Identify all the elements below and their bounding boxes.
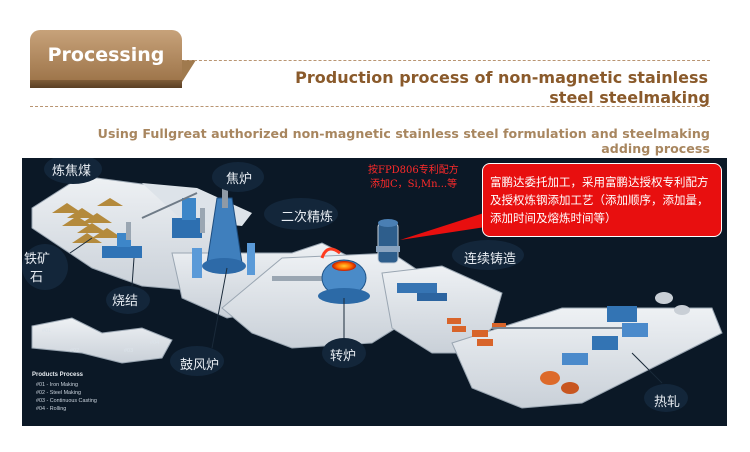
hot-rolling-bubble [644,384,688,412]
coil-1 [540,371,560,385]
stove-2 [247,243,255,275]
formula-note-line1: 按FPD806专利配方 [368,165,459,176]
section-tab-fold [182,60,196,82]
legend-title: Products Process [32,372,84,378]
molten-steel [332,261,356,271]
rolling-stand-4 [562,353,588,365]
rolling-stand-2 [622,323,648,337]
formula-note-line2: 添加C，Si,Mn...等 [370,179,458,190]
sintering-label: 烧结 [112,294,139,309]
hot-rolling-label: 热轧 [654,395,681,410]
furnace-base [202,258,246,274]
coking-coal-label: 炼焦煤 [52,164,92,179]
callout-box [482,163,722,237]
converter-base [318,288,370,304]
secondary-refining-label: 二次精炼 [281,210,334,225]
continuous-casting-label: 连续铸造 [464,252,517,267]
callout-text: 富鹏达委托加工，采用富鹏达授权专利配方及授权炼钢添加工艺（添加顺序，添加量，添加… [490,175,709,225]
zone-04-label: #04 [150,340,160,346]
iron-ore-bubble [22,244,68,290]
coke-oven-stack [200,208,205,233]
caster-2 [417,293,447,301]
refining-vessel [377,222,399,264]
blast-furnace-label: 鼓风炉 [180,358,220,373]
coking-coal-bubble [44,158,102,184]
header-divider-bottom [30,106,710,107]
converter-bubble [322,338,366,368]
blast-furnace-bubble [170,346,224,376]
slabs [447,318,506,346]
coke-oven-label: 焦炉 [226,172,253,187]
legend-item-2: #02 - Steel Making [36,390,81,396]
caster-1 [397,283,437,293]
sinter-plant [102,246,142,258]
coil-4 [674,305,690,315]
legend-item-1: #01 - Iron Making [36,382,78,388]
stove-1 [192,248,202,278]
casting-bubble [452,240,524,270]
legend-item-3: #03 - Continuous Casting [36,398,97,404]
pour-stream [320,247,341,259]
zone-map [31,317,173,364]
section-tab-label: Processing [47,44,165,66]
zone-01-label: #01 [42,328,52,334]
zone-02-label: #02 [70,348,80,354]
coke-oven-bubble [212,162,264,192]
rolling-stand-3 [592,336,618,350]
rolling-stand-1 [607,306,637,322]
plant-illustration [31,175,723,409]
refining-band [376,246,400,252]
refining-bubble [264,198,338,230]
furnace-top [222,188,228,208]
coke-oven-block [172,218,202,238]
iron-ore-label-line1: 铁矿 [24,252,51,267]
coal-piles [52,198,123,243]
zone-03-label: #03 [124,348,134,354]
hot-metal-rail [272,276,332,281]
refining-top [378,219,398,227]
section-tab [30,30,182,82]
coil-3 [655,292,673,304]
page-title-line1: Production process of non-magnetic stain… [295,68,708,87]
section-tab-shadow [30,80,182,88]
converter-label: 转炉 [330,349,357,364]
conveyor-line [141,192,198,219]
page-title-line2: steel steelmaking [549,88,710,107]
iron-ore-label-line2: 石 [30,270,44,285]
stack [126,222,131,240]
page-subtitle: Using Fullgreat authorized non-magnetic … [97,126,710,156]
sintering-bubble [106,286,150,314]
coil-2 [561,382,579,394]
header-divider-top [184,60,710,61]
coke-oven-tower [182,198,196,220]
pointer-lines [69,237,663,384]
legend-item-4: #04 - Rolling [36,406,67,412]
callout-pointer [400,212,492,240]
